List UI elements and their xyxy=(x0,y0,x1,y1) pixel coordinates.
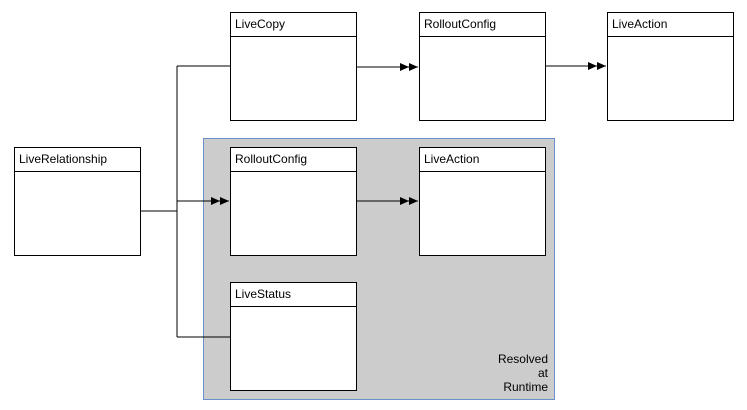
node-liverelationship: LiveRelationship xyxy=(14,147,141,256)
runtime-label-line-3: Runtime xyxy=(503,380,548,394)
runtime-group-label: Resolved at Runtime xyxy=(468,352,548,394)
arrowhead-livecopy-rc-2 xyxy=(409,63,418,71)
node-label: RolloutConfig xyxy=(420,13,545,37)
node-livestatus: LiveStatus xyxy=(230,282,357,391)
arrowhead-rc-la-1 xyxy=(588,62,597,70)
node-label: LiveAction xyxy=(420,148,545,172)
arrowhead-rt-rc-la-2 xyxy=(409,197,418,205)
node-label: LiveCopy xyxy=(231,13,356,37)
runtime-label-line-2: at xyxy=(537,366,548,380)
arrowheads xyxy=(211,62,606,205)
node-rolloutconfig: RolloutConfig xyxy=(419,12,546,121)
node-livecopy: LiveCopy xyxy=(230,12,357,121)
node-liveaction: LiveAction xyxy=(607,12,734,121)
node-label: LiveStatus xyxy=(231,283,356,307)
node-rolloutconfig-runtime: RolloutConfig xyxy=(230,147,357,256)
node-liveaction-runtime: LiveAction xyxy=(419,147,546,256)
node-label: LiveAction xyxy=(608,13,733,37)
arrowhead-rc-la-2 xyxy=(597,62,606,70)
node-label: RolloutConfig xyxy=(231,148,356,172)
arrowhead-lr-rc-1 xyxy=(211,197,220,205)
arrowhead-lr-rc-2 xyxy=(220,197,229,205)
arrowhead-livecopy-rc-1 xyxy=(400,63,409,71)
node-label: LiveRelationship xyxy=(15,148,140,172)
runtime-label-line-1: Resolved xyxy=(497,352,548,366)
arrowhead-rt-rc-la-1 xyxy=(400,197,409,205)
